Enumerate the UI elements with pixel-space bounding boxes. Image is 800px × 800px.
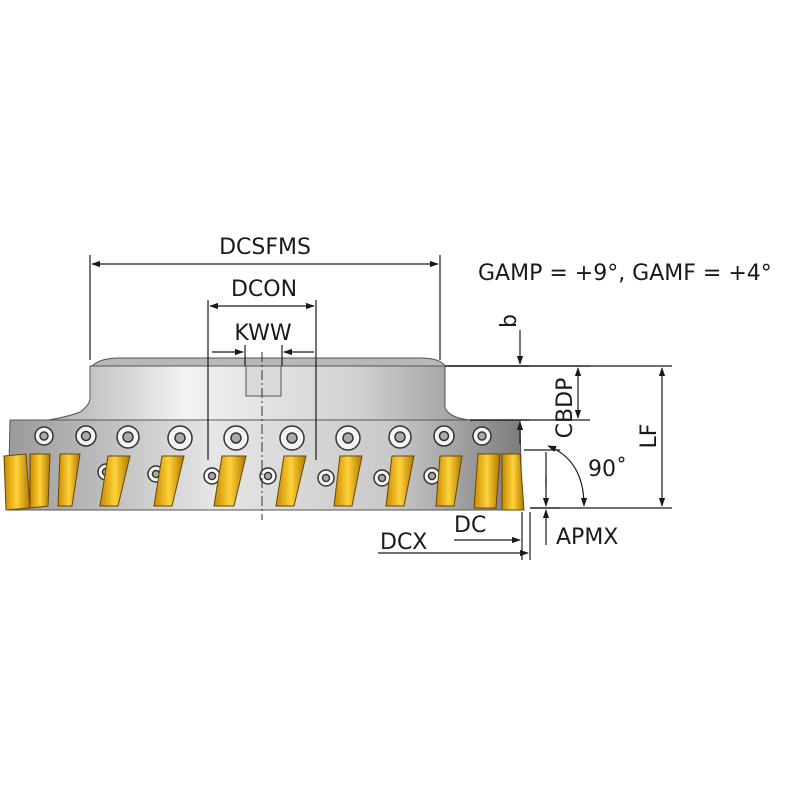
screw-icon	[472, 426, 492, 446]
screw-icon	[167, 425, 193, 451]
insert	[435, 455, 463, 507]
screw-icon	[279, 425, 305, 451]
b-label: b	[497, 314, 522, 328]
insert	[275, 455, 307, 507]
insert	[29, 453, 51, 509]
insert	[213, 455, 247, 507]
insert	[3, 453, 31, 511]
screw-icon	[317, 469, 335, 487]
rake-angles-label: GAMP = +9°, GAMF = +4°	[478, 261, 772, 286]
screw-icon	[259, 467, 277, 485]
insert	[473, 453, 501, 509]
screw-icon	[433, 425, 455, 447]
hub-top-rim	[90, 357, 446, 367]
insert	[333, 455, 363, 507]
screw-icon	[75, 425, 97, 447]
dcon-label: DCON	[231, 277, 297, 302]
screw-icon	[335, 425, 361, 451]
insert	[153, 455, 185, 507]
dimensions	[89, 255, 672, 560]
screw-icon	[388, 425, 412, 449]
insert	[99, 455, 131, 507]
insert	[385, 455, 415, 507]
angle-label: 90˚	[588, 457, 627, 482]
insert	[501, 453, 525, 511]
insert	[57, 453, 81, 507]
angle-arc	[547, 445, 588, 507]
apmx-label: APMX	[556, 525, 618, 550]
screw-icon	[373, 469, 391, 487]
screw-icon	[223, 425, 249, 451]
cbdp-label: CBDP	[553, 378, 578, 439]
keyway-slot	[245, 365, 282, 397]
screw-icon	[423, 467, 441, 485]
dcsfms-label: DCSFMS	[219, 235, 311, 260]
kww-label: KWW	[234, 321, 291, 346]
screws-top-row	[34, 425, 492, 451]
inserts	[3, 453, 525, 511]
screw-icon	[116, 425, 140, 449]
lf-label: LF	[637, 424, 662, 449]
screw-icon	[34, 426, 54, 446]
dc-label: DC	[454, 513, 486, 538]
dcx-label: DCX	[380, 530, 427, 555]
